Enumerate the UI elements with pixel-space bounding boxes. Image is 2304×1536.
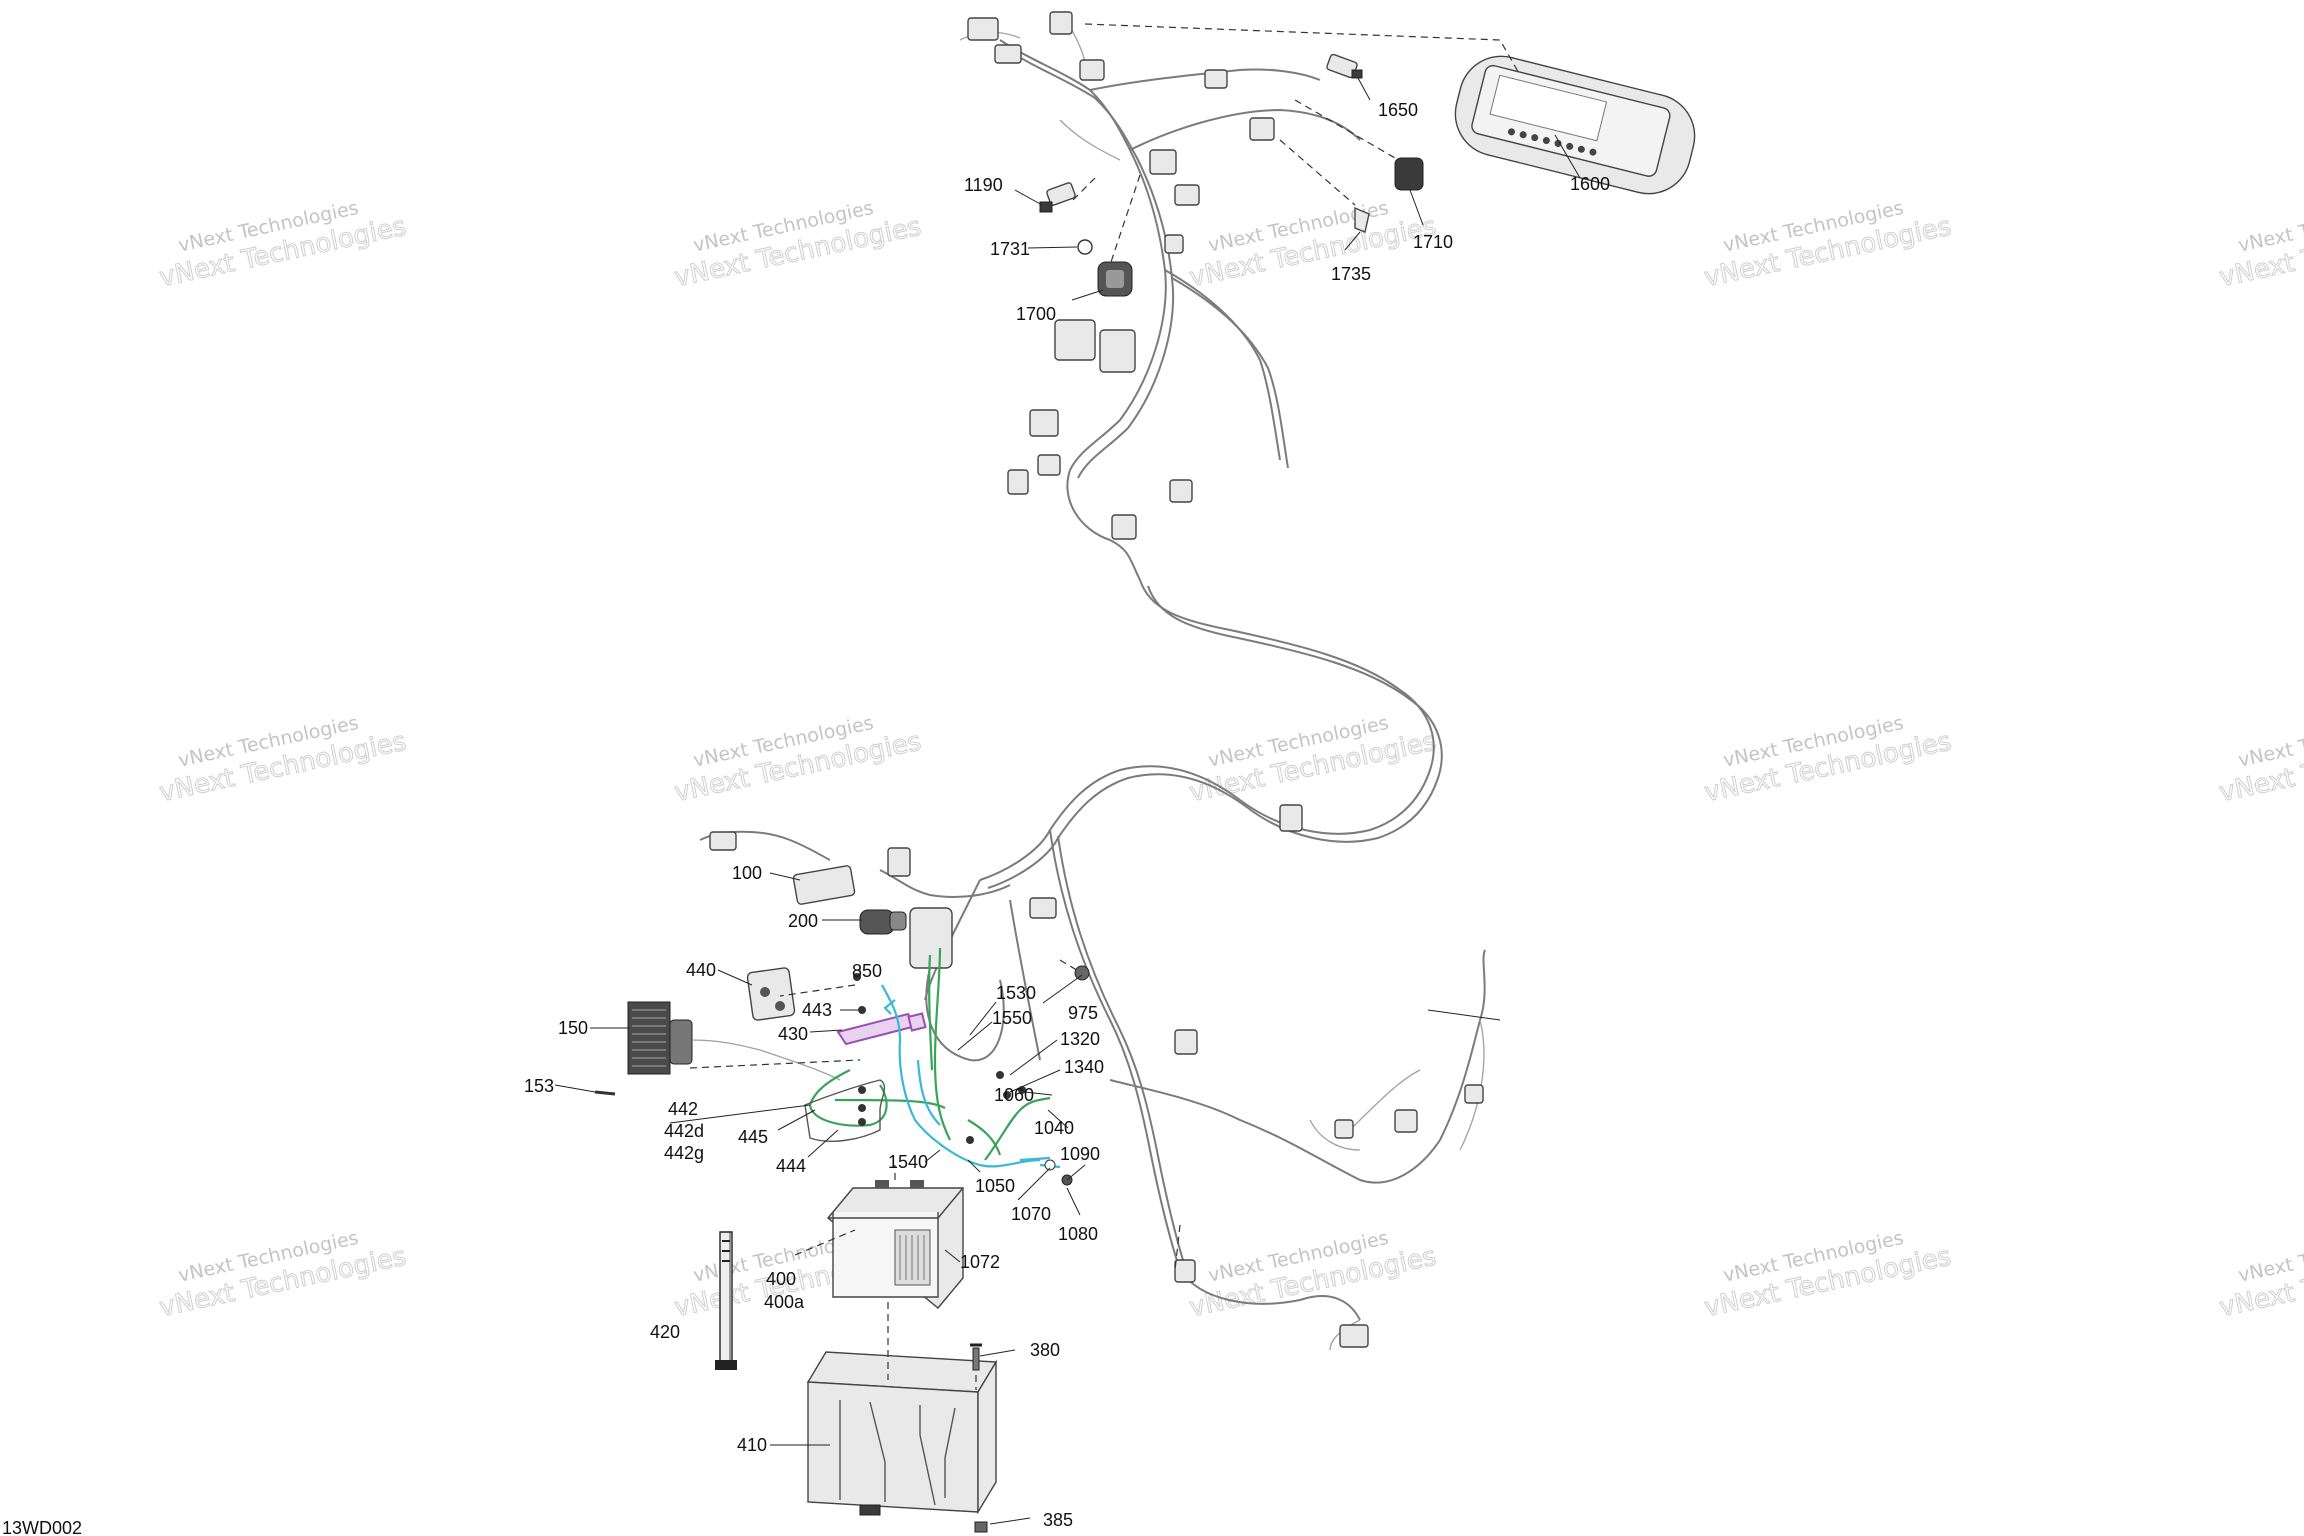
- connector: [1174, 1259, 1196, 1283]
- connector: [1174, 1029, 1198, 1055]
- voltage-regulator-150: [627, 1001, 693, 1075]
- callout-1550: 1550: [992, 1008, 1032, 1028]
- connector: [1029, 409, 1059, 437]
- connector: [1049, 11, 1073, 35]
- callout-labels: 1600 1650 1710 1735 1190 1731 1700 100 2…: [524, 100, 1610, 1530]
- callout-1700: 1700: [1016, 304, 1056, 324]
- callout-1731: 1731: [990, 239, 1030, 259]
- connector: [994, 44, 1022, 64]
- callout-1190: 1190: [964, 175, 1003, 195]
- callout-1070: 1070: [1011, 1204, 1051, 1224]
- battery-400: [827, 1180, 964, 1309]
- fuse-box: [909, 907, 953, 969]
- callout-1540: 1540: [888, 1152, 928, 1172]
- nut-385: [974, 1521, 988, 1533]
- callout-150: 150: [558, 1018, 588, 1038]
- connector: [1394, 1109, 1418, 1133]
- callout-443: 443: [802, 1000, 832, 1020]
- strap-420: [715, 1231, 737, 1370]
- fuse-holder-430: [836, 1012, 918, 1046]
- bracket-440: [746, 967, 796, 1021]
- connector: [1079, 59, 1105, 81]
- callout-444: 444: [776, 1156, 806, 1176]
- upper-connectors: [709, 11, 1484, 1348]
- callout-200: 200: [788, 911, 818, 931]
- callout-850: 850: [852, 961, 882, 981]
- connector: [887, 847, 911, 877]
- callout-420: 420: [650, 1322, 680, 1342]
- connector: [1007, 469, 1029, 495]
- upper-small-parts: [1039, 53, 1424, 297]
- callout-442: 442: [668, 1099, 698, 1119]
- callout-153: 153: [524, 1076, 554, 1096]
- callout-1040: 1040: [1034, 1118, 1074, 1138]
- connector: [1249, 117, 1275, 141]
- connector: [1204, 69, 1228, 89]
- callout-1650: 1650: [1378, 100, 1418, 120]
- callout-1340: 1340: [1064, 1057, 1104, 1077]
- callout-1735: 1735: [1331, 264, 1371, 284]
- callout-410: 410: [737, 1435, 767, 1455]
- callout-1060: 1060: [994, 1085, 1034, 1105]
- callout-445: 445: [738, 1127, 768, 1147]
- connector: [1164, 234, 1184, 254]
- connector-1190-plug: [1039, 201, 1053, 213]
- connector: [1037, 454, 1061, 476]
- sensor-1650-tip: [1351, 69, 1363, 79]
- callout-1080: 1080: [1058, 1224, 1098, 1244]
- connector: [1111, 514, 1137, 540]
- gauge-cluster: [1454, 55, 1696, 195]
- connector: [1029, 897, 1057, 919]
- sensor-1735: [1354, 206, 1370, 233]
- callout-385: 385: [1043, 1510, 1073, 1530]
- installation-lines: [689, 23, 1521, 1390]
- bolt-380: [970, 1343, 982, 1371]
- callout-1050: 1050: [975, 1176, 1015, 1196]
- connector: [1464, 1084, 1484, 1104]
- main-wiring-harness: [699, 19, 1486, 1351]
- callout-440: 440: [686, 960, 716, 980]
- diagram-code: 13WD002: [2, 1518, 82, 1536]
- connector: [1149, 149, 1177, 175]
- relay-block: [1099, 329, 1136, 373]
- solenoid-200: [859, 909, 907, 935]
- relay-block: [1054, 319, 1096, 361]
- callout-1600-label: 1600: [1570, 174, 1610, 194]
- callout-400: 400: [766, 1269, 796, 1289]
- connector-1710: [1394, 157, 1424, 191]
- connector: [1279, 804, 1303, 832]
- callout-975: 975: [1068, 1003, 1098, 1023]
- battery-assembly: [594, 865, 1090, 1533]
- callout-1090: 1090: [1060, 1144, 1100, 1164]
- callout-1072: 1072: [960, 1252, 1000, 1272]
- callout-400a: 400a: [764, 1292, 805, 1312]
- relay-100: [792, 865, 856, 905]
- callout-1710: 1710: [1413, 232, 1453, 252]
- battery-tray-410: [806, 1351, 998, 1516]
- callout-100: 100: [732, 863, 762, 883]
- connector-1190: [1046, 182, 1076, 206]
- connector: [709, 831, 737, 851]
- connector: [1169, 479, 1193, 503]
- callout-1320: 1320: [1060, 1029, 1100, 1049]
- leader-lines: [554, 77, 1581, 1525]
- connector: [1334, 1119, 1354, 1139]
- connector: [1174, 184, 1200, 206]
- callout-430: 430: [778, 1024, 808, 1044]
- connector: [967, 17, 999, 41]
- callout-442g: 442g: [664, 1143, 704, 1163]
- clip-1731: [1077, 239, 1093, 255]
- callout-1530: 1530: [996, 983, 1036, 1003]
- callout-380: 380: [1030, 1340, 1060, 1360]
- callout-442d: 442d: [664, 1121, 704, 1141]
- connector: [1339, 1324, 1369, 1348]
